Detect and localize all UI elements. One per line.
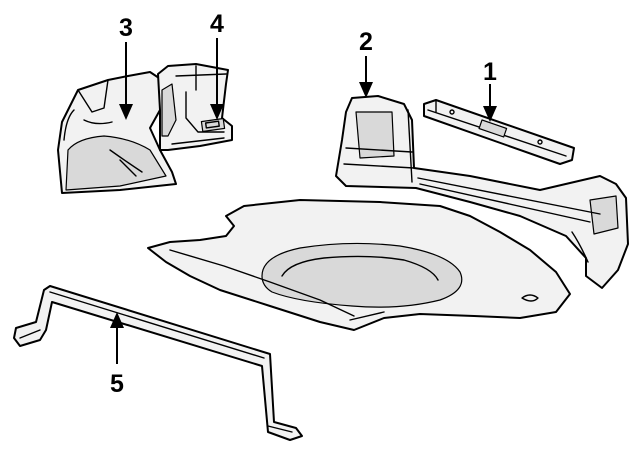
callout-1: 1 (483, 58, 497, 86)
part-5-cargo-bar (13, 285, 303, 441)
part-1-rear-shelf-bar (423, 99, 575, 165)
callout-3: 3 (119, 14, 133, 42)
callout-4: 4 (210, 10, 224, 38)
leader-arrow-5 (110, 312, 124, 364)
part-4-trunk-side-bracket (157, 63, 233, 151)
callout-5: 5 (110, 370, 124, 398)
leader-arrow-4 (210, 38, 224, 120)
part-3-left-quarter-trim (57, 71, 177, 194)
trunk-floor-mat (147, 199, 571, 331)
leader-arrow-3 (119, 42, 133, 120)
leader-arrow-2 (359, 56, 373, 98)
callout-2: 2 (359, 28, 373, 56)
leader-arrow-1 (483, 84, 497, 122)
part-2-rear-back-trim-panel (335, 95, 629, 289)
